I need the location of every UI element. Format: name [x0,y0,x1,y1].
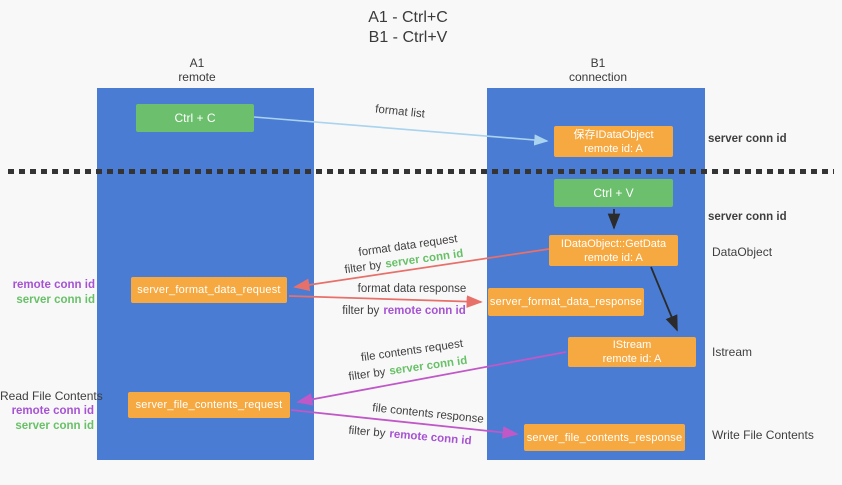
read-file-contents-label: Read File Contents [0,389,103,403]
filter-by-text: filter by [347,366,387,384]
diagram-title: A1 - Ctrl+C B1 - Ctrl+V [308,8,508,48]
filter-by-text: filter by [343,259,383,277]
left-column-subtitle: remote [178,70,216,84]
remote-conn-id-left-top: remote conn id [12,279,95,291]
remote-conn-id-text: remote conn id [383,305,466,317]
server-format-data-request-node: server_format_data_request [131,277,287,303]
save-idataobject-line2: remote id: A [584,142,643,155]
remote-conn-id-text: remote conn id [388,428,473,448]
left-conn-id-block-bottom: Read File Contents remote conn id server… [0,389,103,434]
istream-line1: IStream [612,339,652,351]
right-column-name: B1 [590,56,606,70]
filter-by-text: filter by [347,424,386,440]
ctrl-v-label: Ctrl + V [593,186,634,200]
right-column-header: B1 connection [528,56,668,84]
ctrl-v-node: Ctrl + V [554,179,673,207]
save-idataobject-node: 保存IDataObject remote id: A [554,126,673,157]
format-request-label: server_format_data_request [137,284,281,296]
save-idataobject-line1: 保存IDataObject [573,128,654,141]
format-data-response-arrow [288,295,483,308]
remote-conn-id-left-bottom: remote conn id [11,405,94,417]
getdata-line1: IDataObject::GetData [560,237,667,250]
ctrl-c-label: Ctrl + C [174,111,216,125]
write-file-contents-label: Write File Contents [712,428,814,442]
server-file-contents-request-node: server_file_contents_request [128,392,290,418]
dotted-separator-line [8,169,834,174]
server-conn-id-right-top: server conn id [708,133,787,145]
server-format-data-response-node: server_format_data_response [488,288,644,316]
title-line-2: B1 - Ctrl+V [368,29,448,46]
getdata-line2: remote id: A [584,251,643,264]
left-column-name: A1 [189,56,205,70]
idataobject-getdata-node: IDataObject::GetData remote id: A [549,235,678,266]
server-conn-id-left-top: server conn id [16,294,95,306]
istream-line2: remote id: A [602,353,662,365]
istream-node: IStream remote id: A [568,337,696,367]
dataobject-label: DataObject [712,245,773,259]
file-request-label: server_file_contents_request [135,399,283,411]
format-response-label: server_format_data_response [489,296,643,308]
file-contents-response-label: file contents response [371,402,485,426]
left-column-header: A1 remote [127,56,267,84]
format-list-label: format list [374,103,426,121]
server-conn-id-left-bottom: server conn id [15,420,94,432]
ctrl-c-node: Ctrl + C [136,104,254,132]
istream-side-label: Istream [712,345,753,359]
title-line-1: A1 - Ctrl+C [368,9,448,26]
filter-by-text: filter by [342,305,380,317]
file-response-label: server_file_contents_response [526,431,683,444]
server-conn-id-right-mid: server conn id [708,211,787,223]
left-conn-id-block-top: remote conn id server conn id [0,278,95,308]
format-data-response-label: format data response [357,283,467,295]
right-column-subtitle: connection [568,70,628,84]
server-file-contents-response-node: server_file_contents_response [524,424,685,451]
